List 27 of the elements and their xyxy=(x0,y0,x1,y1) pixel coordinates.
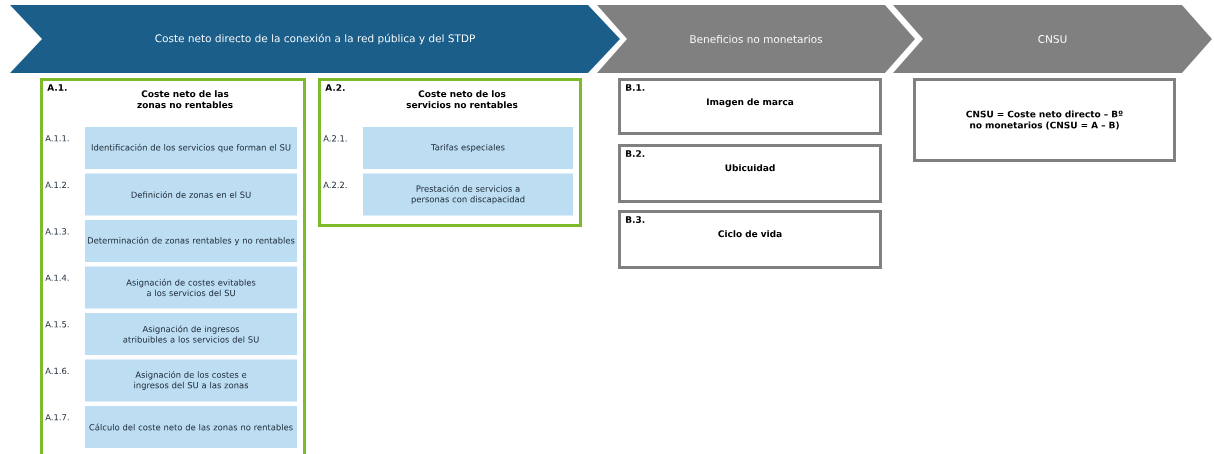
step-number: A.1.4. xyxy=(45,274,69,281)
step-number: A.1.3. xyxy=(45,228,69,235)
section-box: CNSU = Coste neto directo – Bº no monetarios (CNSU = A – B) xyxy=(913,78,1176,162)
step-box: Definición de zonas en el SU xyxy=(85,173,297,216)
step-number: A.1.7. xyxy=(45,414,69,421)
section-box: B.2. Ubicuidad xyxy=(618,144,882,203)
step-number: A.1.2. xyxy=(45,181,69,188)
header-band: CNSU xyxy=(893,5,1212,73)
step-box: Tarifas especiales xyxy=(363,127,573,169)
node-label: Beneficios no monetarios xyxy=(690,34,823,44)
step-box: Asignación de ingresos atribuibles a los servicios del SU xyxy=(85,313,297,355)
step-number: A.2.1. xyxy=(323,135,347,142)
section-box: B.1. Imagen de marca xyxy=(618,78,882,135)
step-box: Asignación de los costes e ingresos del SU a las zonas xyxy=(85,359,297,402)
header-band: Beneficios no monetarios xyxy=(597,5,915,73)
step-number: A.1.5. xyxy=(45,321,69,328)
step-box: Asignación de costes evitables a los servicios del SU xyxy=(85,266,297,309)
header-band: Coste neto directo de la conexión a la red pública y del STDP xyxy=(10,5,620,73)
node-label: CNSU xyxy=(1038,35,1067,43)
step-number: A.1.6. xyxy=(45,367,69,375)
step-box: Determinación de zonas rentables y no rentables xyxy=(85,220,297,262)
section-box: B.3. Ciclo de vida xyxy=(618,210,882,269)
step-box: Identificación de los servicios que forman el SU xyxy=(85,127,297,169)
step-box: Cálculo del coste neto de las zonas no rentables xyxy=(85,406,297,448)
step-box: Prestación de servicios a personas con discapacidad xyxy=(363,173,573,216)
step-number: A.1.1. xyxy=(45,135,69,142)
step-number: A.2.2. xyxy=(323,181,347,188)
